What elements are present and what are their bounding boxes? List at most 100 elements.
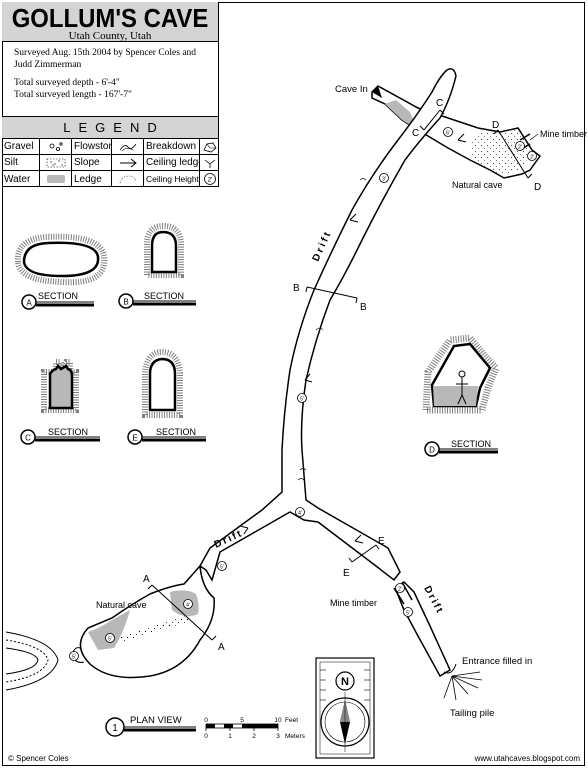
survey-info: Surveyed Aug. 15th 2004 by Spencer Coles… <box>2 42 219 117</box>
flowstone-symbol-icon <box>112 139 144 155</box>
legend-gravel-label: Gravel <box>2 139 40 155</box>
plan-view-label: 1 PLAN VIEW <box>105 715 196 737</box>
ceiling-height-markers: 6' 2' 3' 5' 4' 5' 4' 5' 5' 5' 2' 2' <box>69 127 537 661</box>
section-b-text: SECTION <box>144 291 184 301</box>
compass-north-label: N <box>341 676 349 688</box>
cut-e-bottom-letter: E <box>343 568 350 579</box>
section-d-letter: D <box>429 446 435 455</box>
legend-grid: Gravel Flowstone Breakdown Silt Slope Ce… <box>2 139 219 187</box>
survey-depth: Total surveyed depth - 6'-4" <box>14 78 120 88</box>
tailing-pile-icon <box>443 671 483 701</box>
ceiling-height-5: 4' <box>298 511 302 517</box>
cut-b-left-letter: B <box>293 283 300 294</box>
cut-b-right-letter: B <box>360 302 367 313</box>
legend-title: LEGEND <box>2 117 218 139</box>
section-label-b: B SECTION <box>118 291 196 309</box>
scale-feet-5: 5 <box>240 717 244 724</box>
scale-feet-unit: Feet <box>285 717 298 724</box>
scale-meters-1: 1 <box>228 733 232 740</box>
scale-meters-3: 3 <box>276 733 280 740</box>
section-d-drawing <box>422 334 501 414</box>
section-c-text: SECTION <box>48 427 88 437</box>
label-cave-in: Cave In <box>335 84 368 95</box>
section-c-drawing <box>41 359 79 413</box>
ceiling-height-6: 5' <box>220 565 224 571</box>
legend: LEGEND Gravel Flowstone Breakdown Silt S… <box>2 117 219 187</box>
legend-ceiling-ledge-label: Ceiling ledge <box>144 155 200 171</box>
scale-feet-10: 10 <box>274 717 282 724</box>
cave-title: GOLLUM'S CAVE <box>11 3 209 33</box>
cut-line-d <box>493 129 533 179</box>
section-e-drawing <box>142 348 183 418</box>
section-c-letter: C <box>25 434 31 443</box>
ceiling-height-3: 3' <box>382 177 386 183</box>
legend-ceiling-height-label: Ceiling Height <box>144 171 200 187</box>
scale-bar: 0 5 10 Feet 0 1 2 3 Meters <box>204 717 305 740</box>
label-mine-timber-top: Mine timber <box>540 129 587 139</box>
section-a-drawing <box>14 233 108 286</box>
cut-d-bottom-letter: D <box>534 182 541 193</box>
section-label-c: C SECTION <box>20 427 100 445</box>
label-drift-right: Drift <box>421 584 445 616</box>
slope-arrows <box>239 133 467 544</box>
plan-view-text: PLAN VIEW <box>130 715 182 726</box>
cave-location: Utah County, Utah <box>68 30 152 42</box>
survey-credit-line2: Judd Zimmerman <box>14 59 82 70</box>
ceiling-height-symbol-text: 2' <box>207 177 212 184</box>
label-mine-timber-bottom: Mine timber <box>330 598 377 608</box>
scale-meters-unit: Meters <box>285 733 306 740</box>
footer-credit: © Spencer Coles <box>8 754 69 763</box>
outside-rock-arcs <box>5 631 59 691</box>
main-drift-passage <box>199 68 457 582</box>
entrance-branch-passage <box>395 580 457 678</box>
section-label-e: E SECTION <box>127 427 206 445</box>
ceiling-height-1: 6' <box>446 131 450 137</box>
legend-flowstone-label: Flowstone <box>72 139 112 155</box>
ceiling-height-10: 5' <box>72 655 76 661</box>
scale-feet-0: 0 <box>204 717 208 724</box>
cut-line-a <box>147 584 217 641</box>
section-label-d: D SECTION <box>424 439 498 457</box>
label-entrance-filled: Entrance filled in <box>462 656 532 667</box>
person-figure-icon <box>456 370 468 405</box>
section-e-text: SECTION <box>156 427 196 437</box>
survey-length: Total surveyed length - 167'-7" <box>14 89 132 100</box>
scale-meters-0: 0 <box>204 733 208 740</box>
label-natural-cave-left: Natural cave <box>96 600 147 610</box>
gravel-symbol-icon <box>40 139 72 155</box>
section-b-letter: B <box>123 298 128 307</box>
legend-silt-label: Silt <box>2 155 40 171</box>
ceiling-height-8: 5' <box>108 637 112 643</box>
title-block: GOLLUM'S CAVE Utah County, Utah <box>2 2 219 42</box>
cut-line-c <box>419 109 445 131</box>
legend-slope-label: Slope <box>72 155 112 171</box>
cut-c-top-letter: C <box>436 98 443 109</box>
breakdown-symbol-icon <box>200 139 219 155</box>
ceiling-height-7: 4' <box>186 603 190 609</box>
cut-a-top-letter: A <box>143 574 150 585</box>
legend-water-label: Water <box>2 171 40 187</box>
scale-meters-2: 2 <box>252 733 256 740</box>
ceiling-height-2: 2' <box>518 145 522 151</box>
cut-d-top-letter: D <box>492 120 499 131</box>
section-label-a: A SECTION <box>21 291 94 310</box>
cut-e-top-letter: E <box>378 536 385 547</box>
plan-view-number: 1 <box>112 723 118 734</box>
ceiling-height-12: 2' <box>398 587 402 593</box>
section-b-drawing <box>144 222 184 278</box>
section-e-letter: E <box>132 434 137 443</box>
label-tailing-pile: Tailing pile <box>450 708 494 719</box>
water-symbol-icon <box>40 171 72 187</box>
section-a-text: SECTION <box>38 291 78 301</box>
ceiling-ledge-symbol-icon <box>200 155 219 171</box>
cut-c-bottom-letter: C <box>412 128 419 139</box>
legend-breakdown-label: Breakdown <box>144 139 200 155</box>
ceiling-height-11: 2' <box>530 155 534 161</box>
legend-ledge-label: Ledge <box>72 171 112 187</box>
ceiling-height-symbol-icon: 2' <box>200 171 219 187</box>
cut-line-b <box>305 286 358 304</box>
section-d-text: SECTION <box>451 439 491 449</box>
ceiling-height-4: 5' <box>300 397 304 403</box>
